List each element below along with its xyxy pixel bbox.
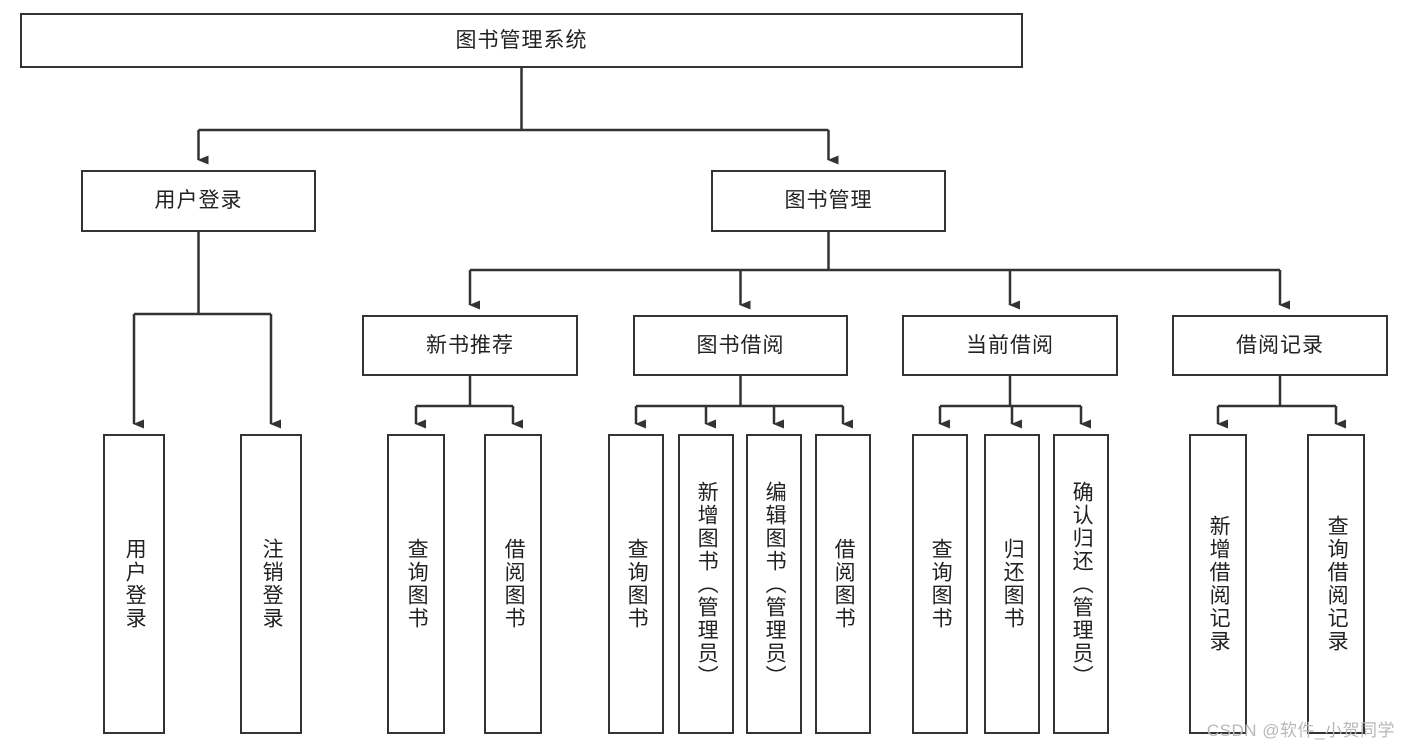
- node-borrow-record[interactable]: 借阅记录: [1172, 315, 1388, 376]
- node-new-book-recommend-label: 新书推荐: [426, 333, 514, 357]
- node-book-borrow-label: 图书借阅: [696, 333, 785, 357]
- leaf-newbook-borrow-book[interactable]: 借阅图书: [484, 434, 542, 734]
- node-current-borrow-label: 当前借阅: [966, 333, 1054, 357]
- leaf-bookborrow-add-book-label: 新增图书（管理员）: [695, 480, 719, 688]
- leaf-newbook-query-book[interactable]: 查询图书: [387, 434, 445, 734]
- node-new-book-recommend[interactable]: 新书推荐: [362, 315, 578, 376]
- node-user-login[interactable]: 用户登录: [81, 170, 316, 232]
- leaf-newbook-borrow-book-label: 借阅图书: [502, 538, 526, 630]
- leaf-logout-label: 注销登录: [260, 538, 284, 630]
- node-book-borrow[interactable]: 图书借阅: [633, 315, 848, 376]
- leaf-newbook-query-book-label: 查询图书: [405, 538, 429, 630]
- leaf-bookborrow-borrow-book-label: 借阅图书: [832, 538, 856, 630]
- leaf-currentborrow-query-book[interactable]: 查询图书: [912, 434, 968, 734]
- node-root-label: 图书管理系统: [455, 28, 588, 52]
- leaf-bookborrow-edit-book[interactable]: 编辑图书（管理员）: [746, 434, 802, 734]
- leaf-bookborrow-edit-book-label: 编辑图书（管理员）: [763, 480, 787, 688]
- leaf-currentborrow-return-book-label: 归还图书: [1001, 538, 1025, 630]
- leaf-user-login-label: 用户登录: [123, 538, 147, 630]
- leaf-currentborrow-confirm-return[interactable]: 确认归还（管理员）: [1053, 434, 1109, 734]
- leaf-user-login[interactable]: 用户登录: [103, 434, 165, 734]
- leaf-borrowrecord-add-record-label: 新增借阅记录: [1207, 515, 1231, 653]
- leaf-borrowrecord-query-record[interactable]: 查询借阅记录: [1307, 434, 1365, 734]
- leaf-currentborrow-confirm-return-label: 确认归还（管理员）: [1070, 480, 1094, 688]
- leaf-bookborrow-borrow-book[interactable]: 借阅图书: [815, 434, 871, 734]
- leaf-bookborrow-query-book[interactable]: 查询图书: [608, 434, 664, 734]
- leaf-borrowrecord-add-record[interactable]: 新增借阅记录: [1189, 434, 1247, 734]
- leaf-currentborrow-query-book-label: 查询图书: [929, 538, 953, 630]
- node-book-management[interactable]: 图书管理: [711, 170, 946, 232]
- leaf-bookborrow-query-book-label: 查询图书: [625, 538, 649, 630]
- node-borrow-record-label: 借阅记录: [1236, 333, 1324, 357]
- node-user-login-label: 用户登录: [154, 189, 243, 213]
- leaf-bookborrow-add-book[interactable]: 新增图书（管理员）: [678, 434, 734, 734]
- leaf-logout[interactable]: 注销登录: [240, 434, 302, 734]
- leaf-currentborrow-return-book[interactable]: 归还图书: [984, 434, 1040, 734]
- node-root[interactable]: 图书管理系统: [20, 13, 1023, 68]
- node-current-borrow[interactable]: 当前借阅: [902, 315, 1118, 376]
- leaf-borrowrecord-query-record-label: 查询借阅记录: [1325, 515, 1349, 653]
- node-book-management-label: 图书管理: [784, 189, 873, 213]
- csdn-watermark: CSDN @软件_小贺同学: [1206, 721, 1395, 740]
